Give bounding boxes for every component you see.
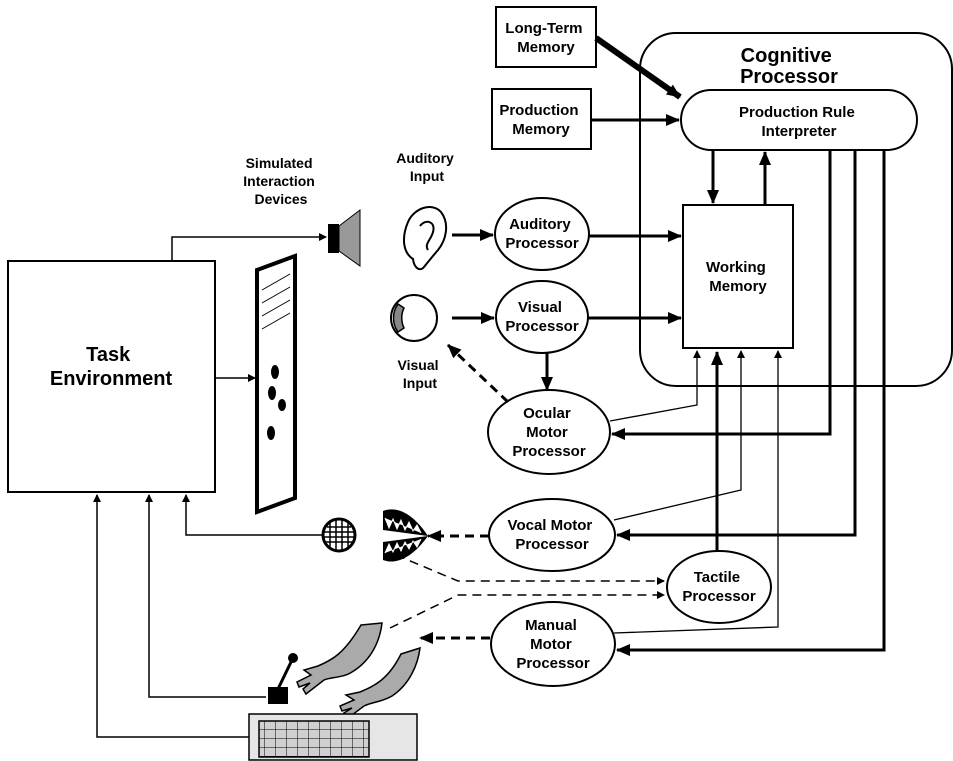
arrow-joystick-to-env	[145, 494, 266, 698]
visual-processor-label: Visual Processor	[505, 299, 579, 335]
production-rule-interpreter	[680, 89, 918, 151]
production-rule-interpreter-label: Production Rule Interpreter	[739, 104, 859, 140]
arrow-keyboard-to-env	[93, 494, 249, 738]
arrow-interpreter-to-ocular	[611, 150, 832, 440]
eye-icon	[390, 294, 438, 342]
visual-processor	[495, 280, 589, 354]
line-manual-to-wm	[613, 350, 782, 634]
manual-motor-processor	[490, 601, 616, 687]
mouth-icon	[383, 509, 428, 562]
task-environment-box	[7, 260, 216, 493]
arrow-interpreter-to-manual	[616, 150, 886, 656]
line-ocular-to-wm	[609, 350, 701, 422]
line-vocal-to-wm	[613, 350, 745, 521]
ocular-motor-processor	[487, 389, 611, 475]
arrow-ocular-to-eye	[446, 343, 510, 404]
microphone-icon	[321, 517, 357, 553]
arrow-mic-to-env	[182, 494, 323, 536]
speaker-icon	[328, 208, 361, 267]
visual-input-label: Visual Input	[398, 357, 443, 391]
ocular-motor-processor-label: Ocular Motor Processor	[512, 405, 586, 460]
dash-mouth-to-tactile	[395, 554, 665, 585]
ear-icon	[403, 206, 448, 271]
cognitive-processor-label: Cognitive Processor	[740, 45, 838, 88]
auditory-processor-label: Auditory Processor	[505, 216, 579, 252]
joystick-icon	[268, 653, 298, 704]
tactile-processor	[666, 550, 772, 624]
vocal-motor-processor	[488, 498, 616, 572]
tactile-processor-label: Tactile Processor	[682, 569, 756, 605]
working-memory-label: Working Memory	[706, 259, 770, 295]
dash-hand-to-tactile	[389, 591, 665, 629]
hands-icon	[296, 622, 421, 720]
task-environment-label: Task Environment	[50, 344, 173, 390]
vocal-motor-processor-label: Vocal Motor Processor	[508, 517, 597, 553]
cognitive-processor-box	[639, 32, 953, 387]
keyboard-icon	[248, 713, 418, 761]
display-screen-icon	[255, 253, 297, 515]
auditory-processor	[494, 197, 590, 271]
auditory-input-label: Auditory Input	[396, 150, 457, 184]
long-term-memory-box	[495, 6, 597, 68]
manual-motor-processor-label: Manual Motor Processor	[516, 617, 590, 672]
long-term-memory-label: Long-Term Memory	[505, 20, 586, 56]
working-memory-box	[682, 204, 794, 349]
simulated-devices-label: Simulated Interaction Devices	[243, 155, 318, 207]
production-memory-box	[491, 88, 592, 150]
production-memory-label: Production Memory	[499, 102, 582, 138]
arrow-interpreter-to-vocal	[616, 150, 857, 541]
arrow-env-to-speaker	[171, 233, 327, 261]
arrow-ltm-to-interpreter	[594, 35, 682, 100]
